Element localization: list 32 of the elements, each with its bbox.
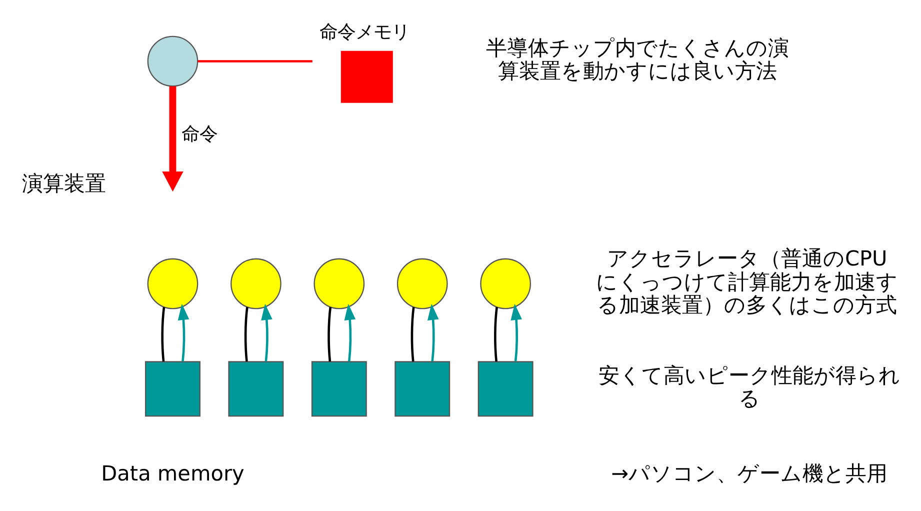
arrow [178,303,190,362]
arrow [344,303,356,362]
node-circle [480,258,531,309]
label: 半導体チップ内でたくさんの演算装置を動かすには良い方法 [486,35,789,82]
node-circle [147,258,198,309]
connector [244,306,248,362]
node-circle [147,35,198,86]
label: 演算装置 [22,171,106,196]
node-box [311,360,367,416]
node-box [340,50,393,102]
label: 安くて高いピーク性能が得られる [598,362,900,410]
node-circle [230,258,282,309]
arrow [162,86,184,192]
connector [410,306,415,362]
node-circle [396,258,448,309]
connector [161,306,166,362]
connector [494,306,498,362]
connector [198,60,312,62]
label: アクセラレータ（普通のCPUにくっつけて計算能力を加速する加速装置）の多くはこの方式 [596,246,898,316]
node-box [228,360,284,416]
connector [328,306,332,362]
arrow [428,303,439,362]
arrow [261,303,272,362]
node-box [145,360,200,416]
node-box [394,360,450,416]
node-circle [314,258,365,309]
arrow [510,303,522,362]
node-label: 命令メモリ [320,21,410,42]
label: →パソコン、ゲーム機と共用 [611,461,888,486]
node-box [478,360,534,416]
label: Data memory [101,461,244,486]
edge-label: 命令 [181,124,218,145]
